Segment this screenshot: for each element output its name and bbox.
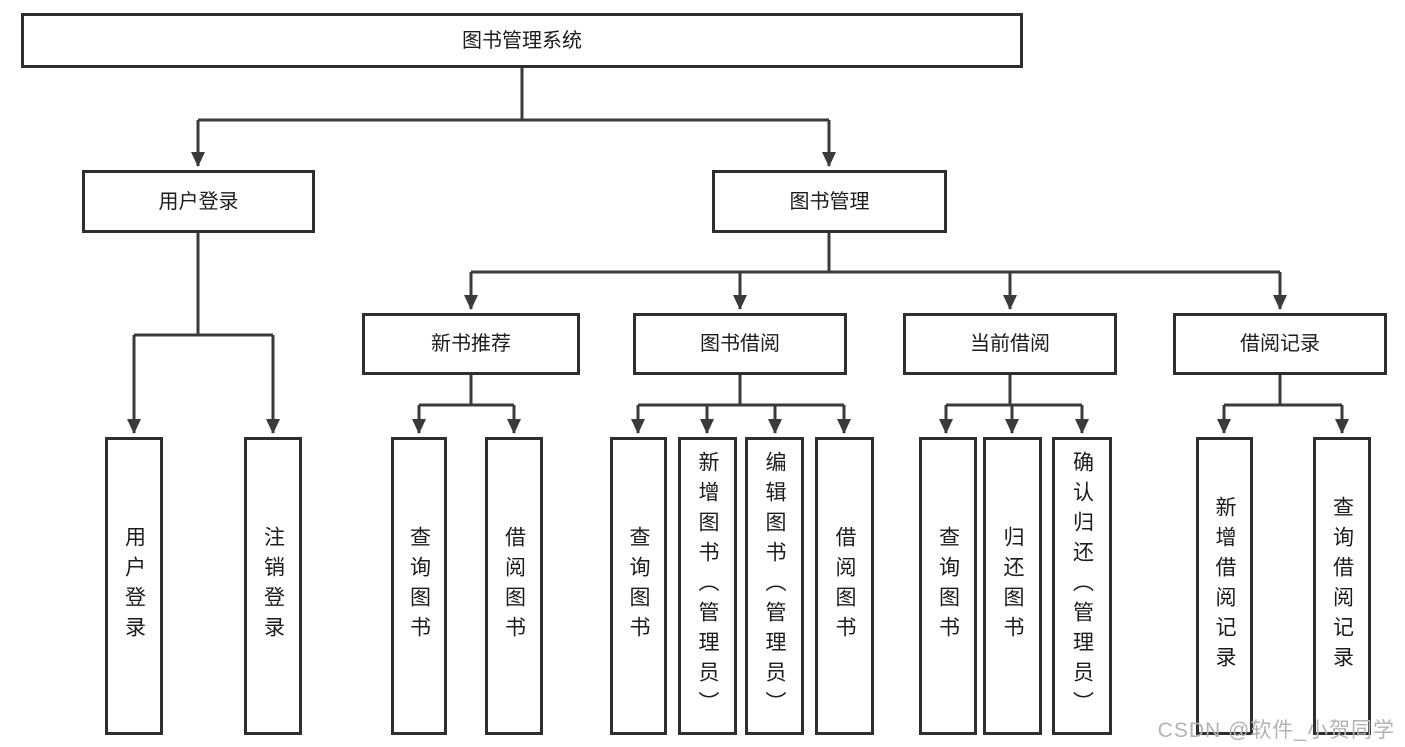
node-book-management: 图书管理: [712, 170, 947, 233]
leaf-logout: 注销登录: [244, 437, 302, 735]
leaf-rec-borrow-book: 借阅图书: [485, 437, 543, 735]
leaf-user-login: 用户登录: [105, 437, 163, 735]
node-user-login: 用户登录: [82, 170, 315, 233]
leaf-rec-query-book: 查询图书: [391, 437, 447, 735]
leaf-borrow-borrow-book: 借阅图书: [815, 437, 874, 735]
node-book-borrowing: 图书借阅: [633, 313, 847, 375]
node-current-borrowing: 当前借阅: [903, 313, 1117, 375]
leaf-borrow-query-book: 查询图书: [610, 437, 667, 735]
node-root-system: 图书管理系统: [21, 13, 1023, 68]
leaf-records-add-record: 新增借阅记录: [1196, 437, 1253, 735]
leaf-records-query-record: 查询借阅记录: [1313, 437, 1371, 735]
leaf-current-return-book: 归还图书: [983, 437, 1042, 735]
leaf-current-query-book: 查询图书: [919, 437, 977, 735]
leaf-current-confirm-return-admin: 确认归还（管理员）: [1052, 437, 1112, 735]
leaf-borrow-add-book-admin: 新增图书（管理员）: [678, 437, 737, 735]
node-borrowing-records: 借阅记录: [1173, 313, 1387, 375]
node-new-book-recommend: 新书推荐: [362, 313, 580, 375]
watermark: CSDN @软件_小贺同学: [1157, 719, 1395, 742]
leaf-borrow-edit-book-admin: 编辑图书（管理员）: [745, 437, 804, 735]
